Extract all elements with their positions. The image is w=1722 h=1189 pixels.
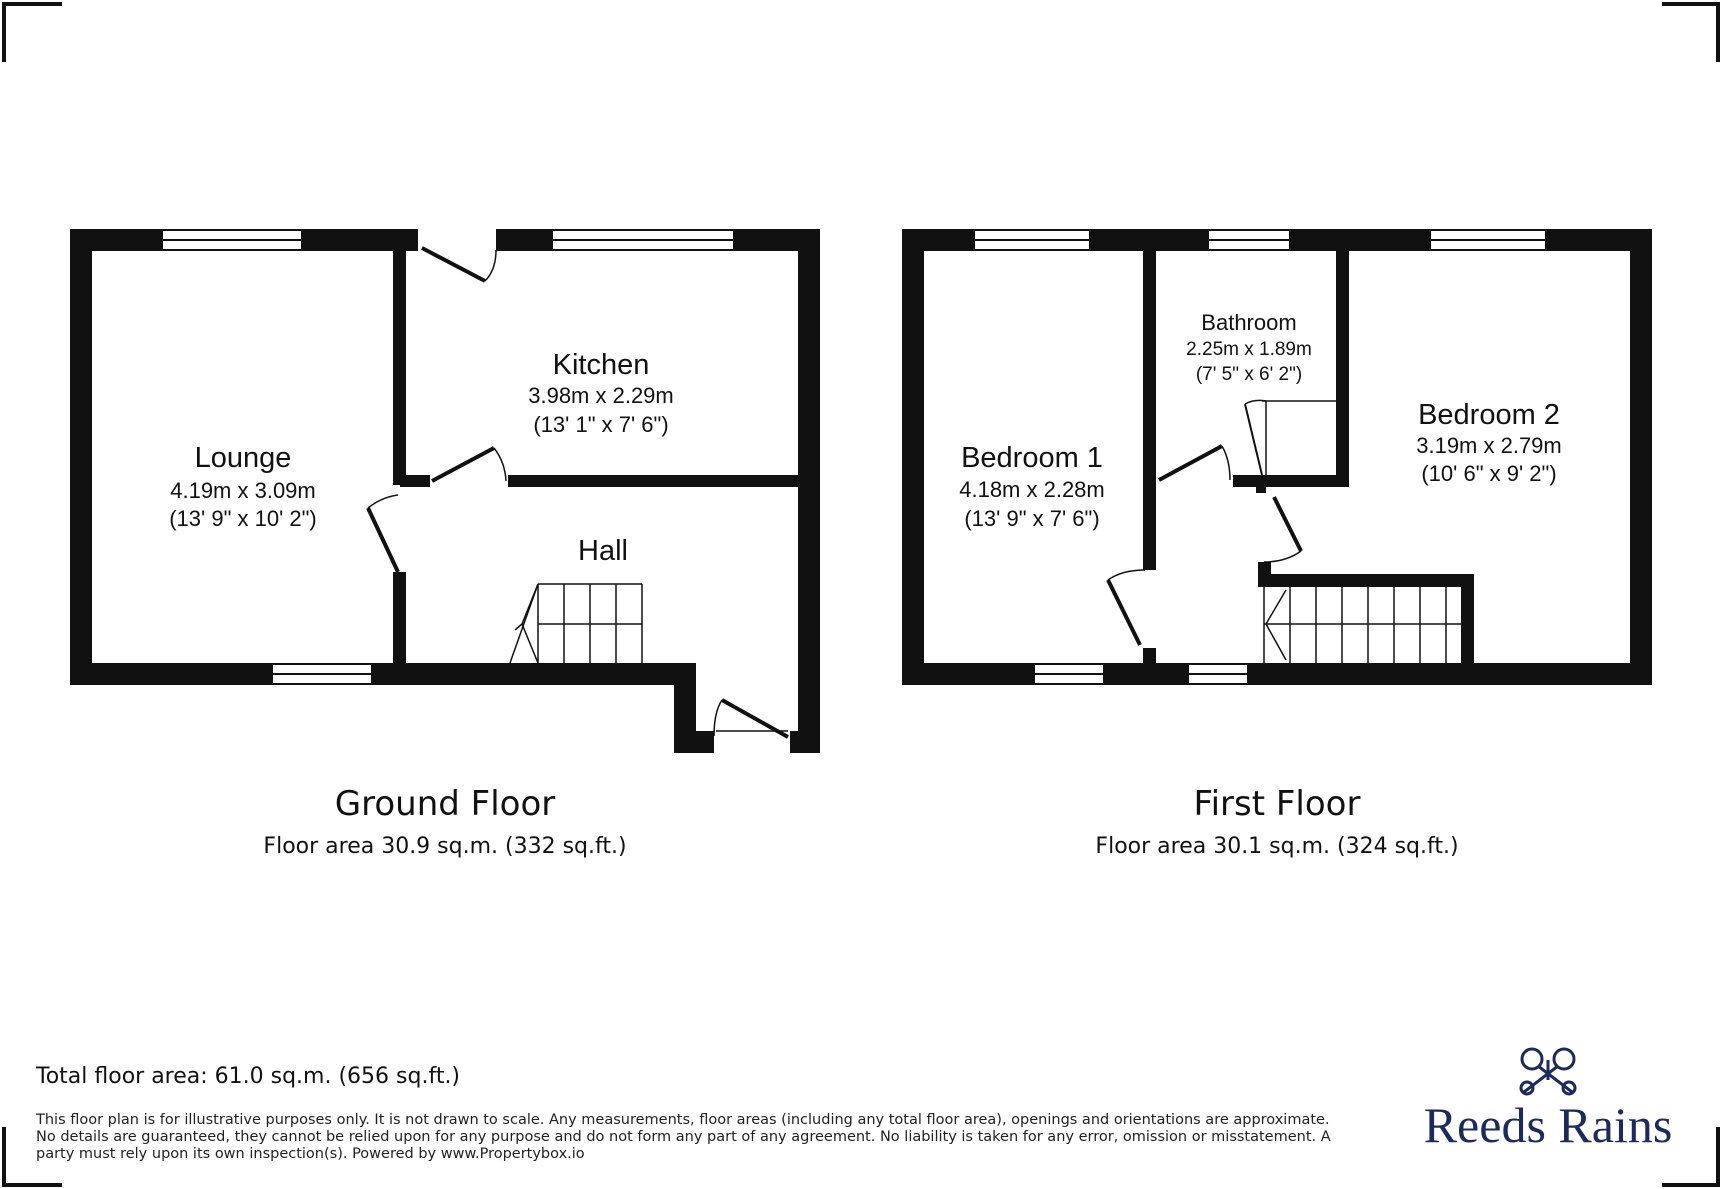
room-metric-kitchen: 3.98m x 2.29m bbox=[528, 383, 674, 408]
room-imperial-bathroom: (7' 5" x 6' 2") bbox=[1196, 364, 1302, 385]
floor-area-first: Floor area 30.1 sq.m. (324 sq.ft.) bbox=[1095, 834, 1458, 859]
room-metric-bathroom: 2.25m x 1.89m bbox=[1186, 339, 1312, 360]
ground-floor-windows bbox=[161, 229, 735, 685]
ground-floor-stairs bbox=[509, 583, 643, 664]
room-metric-bedroom-1: 4.18m x 2.28m bbox=[959, 477, 1105, 502]
floor-area-ground: Floor area 30.9 sq.m. (332 sq.ft.) bbox=[263, 834, 626, 859]
floor-title-ground: Ground Floor bbox=[335, 784, 555, 824]
first-floor-plan: Bedroom 1 4.18m x 2.28m (13' 9" x 7' 6")… bbox=[902, 229, 1652, 859]
room-imperial-bedroom-1: (13' 9" x 7' 6") bbox=[964, 506, 1099, 531]
ground-floor-labels: Lounge 4.19m x 3.09m (13' 9" x 10' 2") K… bbox=[169, 349, 674, 859]
crossed-keys-icon bbox=[1519, 1047, 1577, 1096]
ground-floor-doors bbox=[366, 229, 790, 753]
brand-logo: Reeds Rains bbox=[1424, 1047, 1673, 1153]
room-imperial-kitchen: (13' 1" x 7' 6") bbox=[533, 412, 668, 437]
first-floor-labels: Bedroom 1 4.18m x 2.28m (13' 9" x 7' 6")… bbox=[959, 310, 1562, 859]
room-metric-bedroom-2: 3.19m x 2.79m bbox=[1416, 433, 1562, 458]
room-imperial-lounge: (13' 9" x 10' 2") bbox=[169, 506, 317, 531]
room-metric-lounge: 4.19m x 3.09m bbox=[170, 478, 316, 503]
room-name-lounge: Lounge bbox=[195, 442, 292, 474]
first-floor-doors bbox=[1106, 399, 1338, 646]
first-floor-windows bbox=[973, 229, 1547, 685]
room-name-hall: Hall bbox=[578, 535, 628, 567]
room-name-bedroom-1: Bedroom 1 bbox=[961, 442, 1103, 474]
disclaimer-text: This floor plan is for illustrative purp… bbox=[36, 1112, 1331, 1162]
room-name-kitchen: Kitchen bbox=[553, 349, 650, 381]
room-name-bedroom-2: Bedroom 2 bbox=[1418, 399, 1560, 431]
ground-floor-plan: Lounge 4.19m x 3.09m (13' 9" x 10' 2") K… bbox=[70, 229, 820, 859]
total-floor-area: Total floor area: 61.0 sq.m. (656 sq.ft.… bbox=[36, 1064, 461, 1089]
first-floor-stairs bbox=[1263, 587, 1461, 663]
room-name-bathroom: Bathroom bbox=[1201, 310, 1296, 335]
room-imperial-bedroom-2: (10' 6" x 9' 2") bbox=[1421, 461, 1556, 486]
floor-title-first: First Floor bbox=[1194, 784, 1361, 824]
brand-name: Reeds Rains bbox=[1424, 1097, 1673, 1153]
